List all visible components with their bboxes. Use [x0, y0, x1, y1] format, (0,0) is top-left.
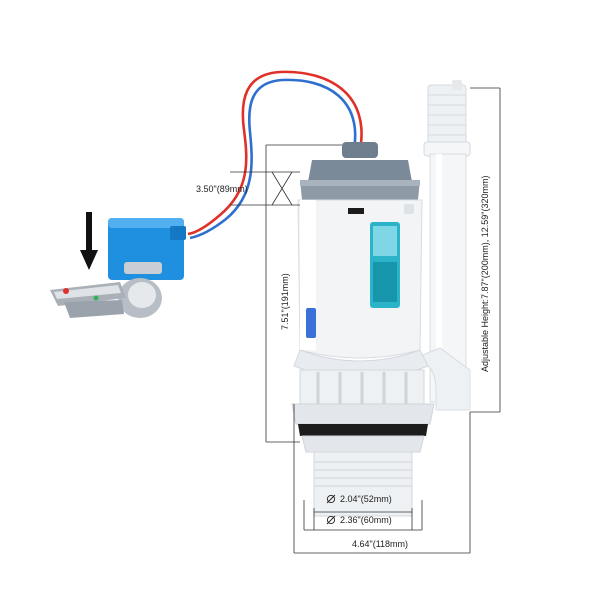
threaded-outlet [313, 451, 413, 517]
flange-diameter-row: 2.36"(60mm) [326, 515, 392, 525]
arrow-down-icon [80, 212, 98, 270]
dimension-lines [230, 87, 501, 554]
valve-base [291, 349, 435, 453]
cap-height-label: 3.50"(89mm) [196, 184, 248, 194]
valve-body [297, 199, 423, 359]
total-width-label: 4.64"(118mm) [352, 539, 408, 549]
valve-cap [300, 142, 420, 200]
cable [187, 70, 363, 240]
flange-diameter-label: 2.36"(60mm) [340, 515, 392, 525]
diameter-icon [326, 515, 336, 525]
push-button-switch [50, 218, 186, 318]
adjustable-height-label: Adjustable Height:7.87"(200mm), 12.59"(3… [480, 176, 490, 372]
thread-diameter-label: 2.04"(52mm) [340, 494, 392, 504]
diameter-icon [326, 494, 336, 504]
thread-diameter-row: 2.04"(52mm) [326, 494, 392, 504]
body-height-label: 7.51"(191mm) [280, 273, 290, 330]
